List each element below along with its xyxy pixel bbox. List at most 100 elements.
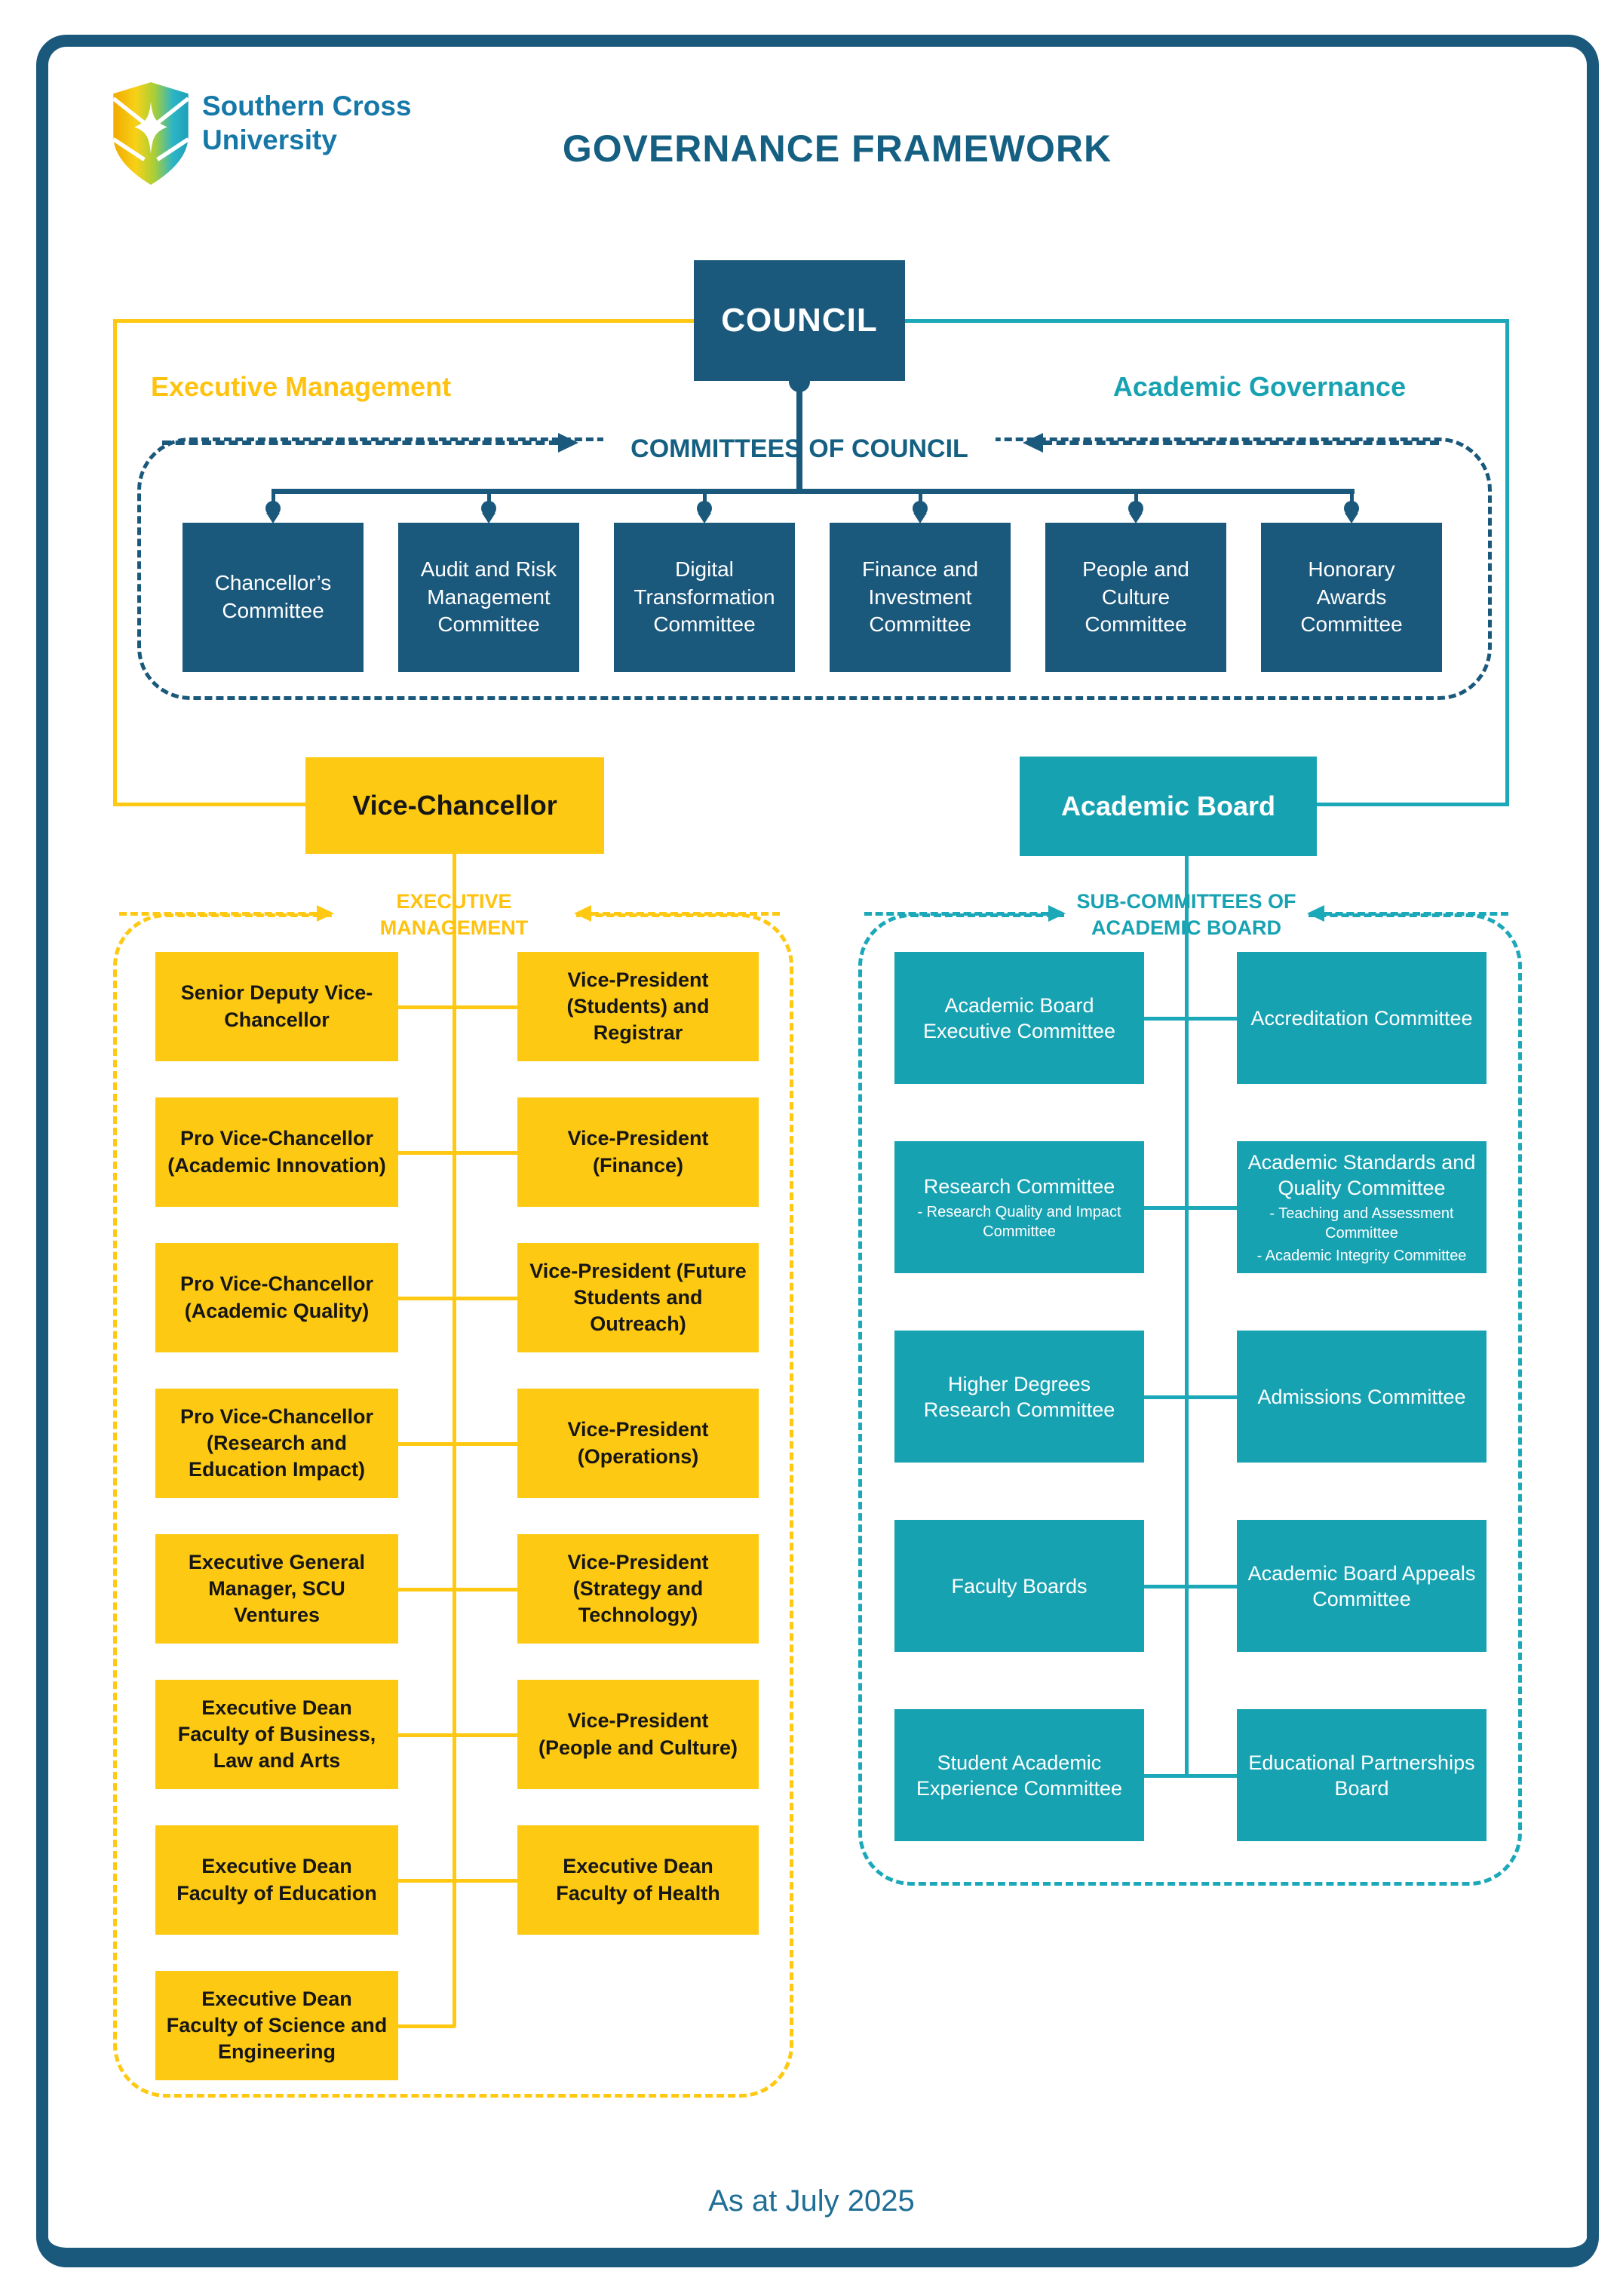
exec-row-connector [398,1733,517,1737]
subcom-left-dashed-arrow [864,912,1048,916]
subcom-left-arrowhead-icon [1048,905,1066,922]
exec-row-connector [398,1150,517,1155]
subcom-box-title: Student Academic Experience Committee [916,1751,1123,1800]
subcom-row-connector [1144,1016,1237,1021]
committee-stub-line [1350,489,1354,511]
exec-row-connector [398,1441,517,1446]
committee-stub-knob [913,501,928,516]
exec-row-connector [398,1296,517,1300]
acad-branch-hline2 [1316,803,1509,806]
subcom-box-title: Higher Degrees Research Committee [923,1372,1115,1421]
subcom-box-title: Educational Partnerships Board [1248,1751,1475,1800]
exec-left-box: Pro Vice-Chancellor (Academic Quality) [155,1243,398,1352]
subcom-box-title: Research Committee [923,1174,1115,1198]
committee-stub-line [487,489,491,511]
subcom-left-box: Faculty Boards [894,1520,1144,1652]
subcom-box-title: Academic Standards and Quality Committee [1247,1150,1476,1199]
exec-right-box: Vice-President (Finance) [517,1097,759,1207]
subcom-box-title: Admissions Committee [1257,1385,1466,1408]
committee-stub-line [919,489,922,511]
scu-logo-icon [112,81,190,186]
committee-stub-knob [265,501,281,516]
exec-center-line [453,853,456,2027]
council-vline [796,377,802,492]
academic-board-box: Academic Board [1020,757,1317,856]
subcom-left-box: Academic Board Executive Committee [894,952,1144,1084]
subcom-right-box: Educational Partnerships Board [1237,1709,1486,1841]
subcom-right-dashed-arrow [1324,912,1508,916]
subcom-right-box: Accreditation Committee [1237,952,1486,1084]
subcom-right-box: Academic Standards and Quality Committee… [1237,1141,1486,1273]
council-committee-box: Honorary Awards Committee [1261,523,1442,672]
left-dashed-arrow [162,440,558,445]
exec-left-dashed-arrow [119,912,317,916]
council-box: COUNCIL [694,260,905,381]
acad-branch-hline [905,319,1508,323]
exec-left-arrowhead-icon [317,905,334,922]
exec-right-box: Vice-President (Students) and Registrar [517,952,759,1061]
executive-management-branch-label: Executive Management [151,371,452,402]
page-border [36,35,1599,2267]
exec-row-connector [398,1005,517,1009]
exec-branch-hline [113,319,694,323]
vice-chancellor-box: Vice-Chancellor [305,757,604,854]
council-committee-box: People and Culture Committee [1045,523,1226,672]
exec-row-connector [398,2024,456,2028]
committee-stub-arrow-icon [913,513,927,523]
subcom-right-box: Academic Board Appeals Committee [1237,1520,1486,1652]
exec-right-arrowhead-icon [574,905,591,922]
brand-line1: Southern Cross [202,91,412,121]
as-at-date: As at July 2025 [708,2184,915,2218]
subcommittees-heading: SUB-COMMITTEES OF ACADEMIC BOARD [1073,889,1299,941]
committee-stub-arrow-icon [1345,513,1358,523]
exec-right-box: Vice-President (People and Culture) [517,1680,759,1789]
exec-heading-line2: MANAGEMENT [379,916,529,939]
exec-heading-line1: EXECUTIVE [396,890,512,913]
subcom-left-box: Research Committee - Research Quality and… [894,1141,1144,1273]
committee-stub-line [703,489,707,511]
brand-name: Southern Cross University [202,89,412,157]
subcom-center-line [1185,856,1189,1778]
exec-left-box: Executive Dean Faculty of Business, Law … [155,1680,398,1789]
committee-stub-knob [1128,501,1143,516]
exec-left-box: Pro Vice-Chancellor (Academic Innovation… [155,1097,398,1207]
subcom-row-connector [1144,1395,1237,1399]
exec-row-connector [398,1878,517,1883]
subcom-box-title: Academic Board Appeals Committee [1247,1561,1476,1610]
exec-row-connector [398,1587,517,1592]
right-dashed-arrowhead-icon [1023,433,1043,453]
exec-right-dashed-arrow [591,912,780,916]
committee-stub-line [1134,489,1138,511]
committee-stub-arrow-icon [482,513,495,523]
subcom-right-arrowhead-icon [1307,905,1324,922]
subcom-box-subitem: - Academic Integrity Committee [1256,1247,1467,1264]
acad-branch-vline [1505,319,1509,806]
exec-left-box: Senior Deputy Vice-Chancellor [155,952,398,1061]
exec-right-box: Executive Dean Faculty of Health [517,1825,759,1935]
council-committee-box: Audit and Risk Management Committee [398,523,579,672]
exec-right-box: Vice-President (Strategy and Technology) [517,1534,759,1644]
subcom-left-box: Student Academic Experience Committee [894,1709,1144,1841]
exec-left-box: Executive General Manager, SCU Ventures [155,1534,398,1644]
exec-branch-hline2 [113,803,305,806]
subcom-row-connector [1144,1773,1237,1778]
subcom-box-title: Accreditation Committee [1250,1006,1473,1030]
exec-branch-vline [113,319,117,806]
subcom-heading-line1: SUB-COMMITTEES OF [1076,890,1296,913]
subcom-heading-line2: ACADEMIC BOARD [1091,916,1281,939]
subcom-box-title: Faculty Boards [951,1574,1088,1598]
academic-governance-branch-label: Academic Governance [1112,371,1407,402]
committee-stub-knob [481,501,496,516]
page-title: GOVERNANCE FRAMEWORK [562,127,1112,170]
committee-stub-arrow-icon [1129,513,1143,523]
committees-distribution-line [272,489,1355,494]
subcom-box-subitem: - Teaching and Assessment Committee [1269,1205,1454,1242]
council-committee-box: Chancellor’s Committee [183,523,364,672]
subcom-box-title: Academic Board Executive Committee [922,993,1116,1042]
committee-stub-knob [697,501,712,516]
subcom-box-subitem: - Research Quality and Impact Committee [917,1203,1121,1240]
exec-left-box: Executive Dean Faculty of Education [155,1825,398,1935]
exec-left-box: Executive Dean Faculty of Science and En… [155,1971,398,2080]
right-dashed-arrow [1043,440,1439,445]
